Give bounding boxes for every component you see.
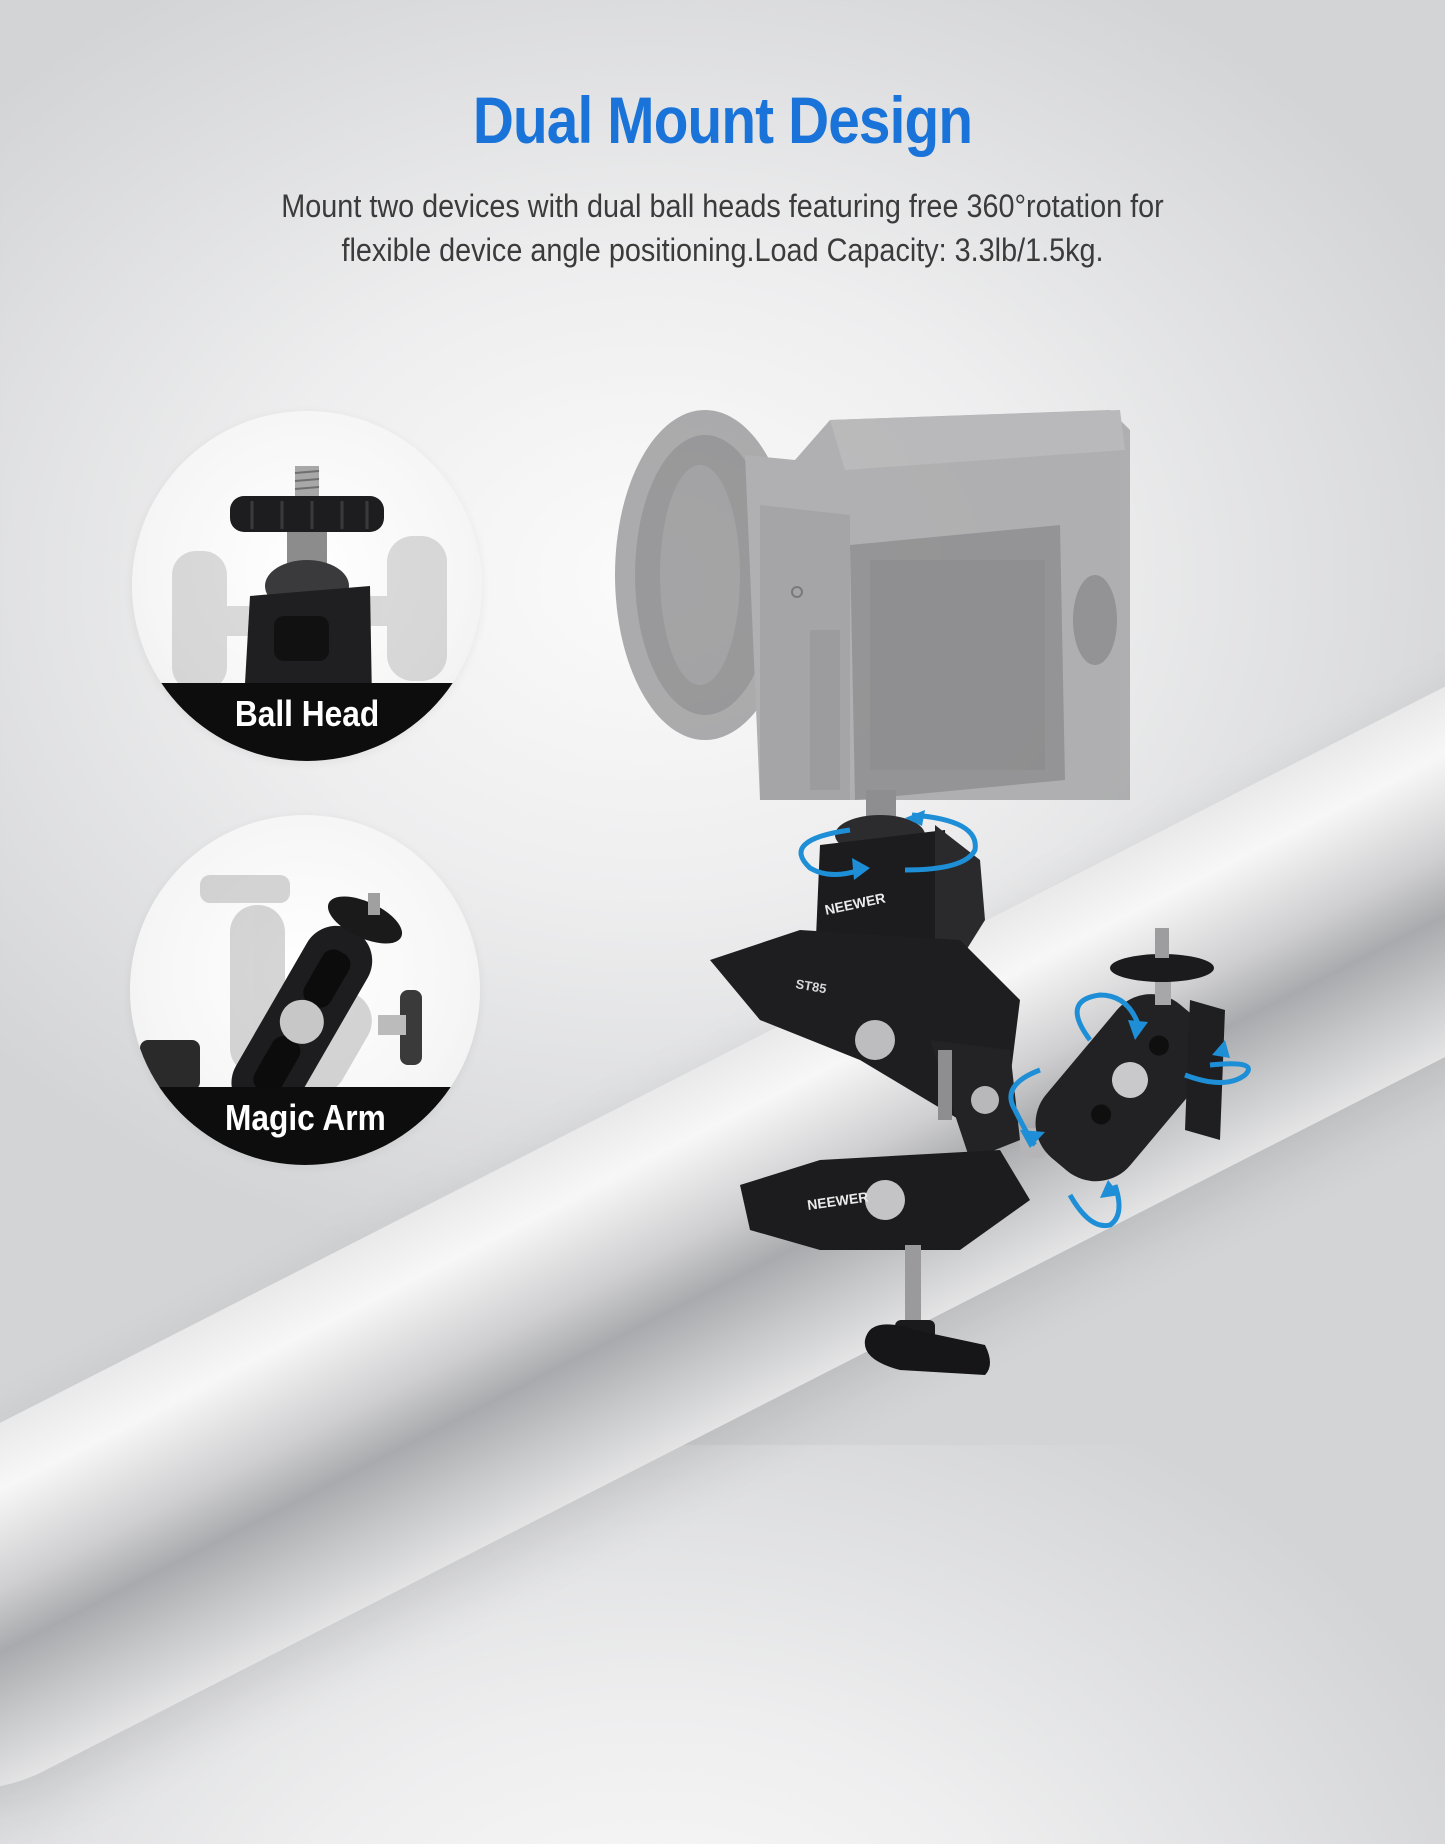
- ball-head-label-band: Ball Head: [132, 683, 482, 761]
- main-ball-head-icon: NEEWER: [808, 790, 985, 975]
- magic-arm-inset: Magic Arm: [130, 815, 480, 1165]
- ball-head-inset: Ball Head: [132, 411, 482, 761]
- product-render: NEEWER ST85 NEEWER: [615, 410, 1251, 1375]
- description-line-2: flexible device angle positioning.Load C…: [341, 232, 1104, 268]
- model-mark: ST85: [794, 976, 827, 996]
- magic-arm-label: Magic Arm: [224, 1097, 386, 1138]
- description-line-1: Mount two devices with dual ball heads f…: [281, 188, 1164, 224]
- ball-head-label: Ball Head: [234, 693, 380, 734]
- camera-icon: [615, 410, 1130, 800]
- page-title: Dual Mount Design: [472, 83, 973, 157]
- super-clamp-icon: ST85 NEEWER: [710, 930, 1030, 1375]
- magic-arm-icon: [140, 875, 422, 1118]
- ball-head-icon: [172, 466, 447, 701]
- secondary-ball-head-icon: [1020, 928, 1225, 1182]
- rotation-arrow-icons: [798, 810, 1251, 1229]
- magic-arm-label-band: Magic Arm: [130, 1087, 480, 1165]
- feature-description: Mount two devices with dual ball heads f…: [72, 184, 1373, 272]
- product-feature-panel: Dual Mount Design Mount two devices with…: [0, 83, 1445, 1844]
